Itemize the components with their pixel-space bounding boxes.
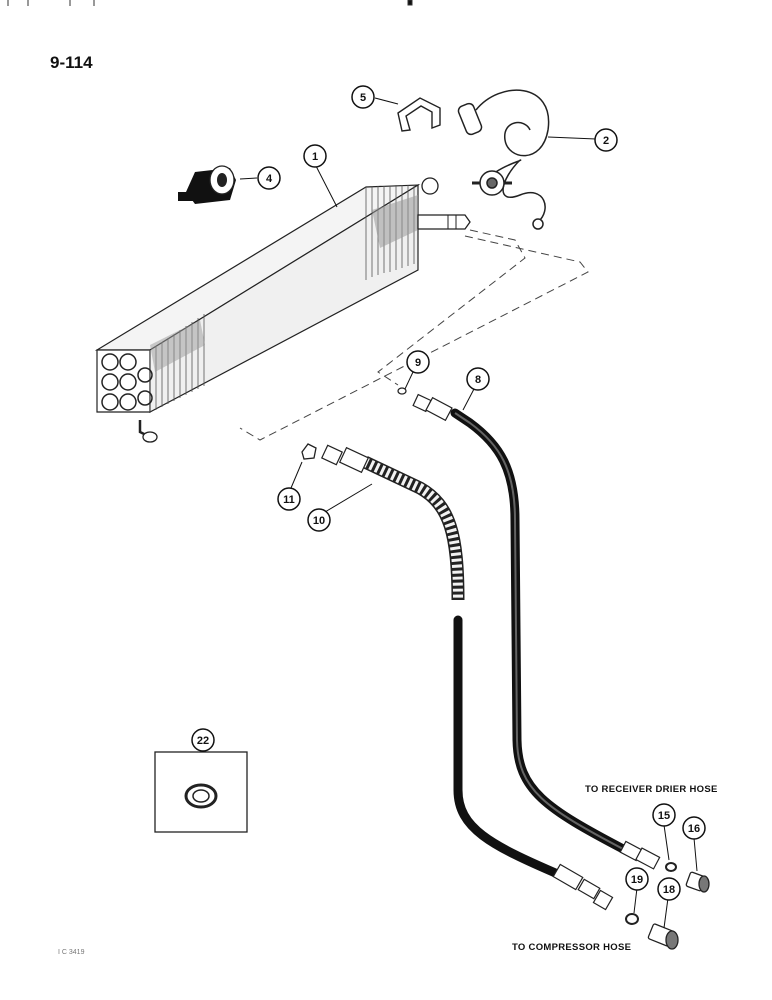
routing-lines	[239, 229, 589, 441]
expansion-valve	[457, 89, 550, 230]
callout-2: 2	[603, 135, 609, 147]
callout-5: 5	[360, 92, 366, 104]
callout-1: 1	[312, 151, 318, 163]
callout-19: 19	[631, 874, 643, 886]
hose-8	[412, 393, 661, 870]
grommet-inset	[154, 751, 248, 833]
callout-leaders	[202, 97, 698, 929]
callout-4: 4	[266, 173, 273, 185]
receiver-drier-note: TO RECEIVER DRIER HOSE	[585, 784, 718, 795]
callout-15: 15	[658, 810, 670, 822]
callout-22: 22	[197, 735, 209, 747]
callout-16: 16	[688, 823, 700, 835]
callout-bubbles	[191, 85, 706, 901]
o-ring-15	[665, 862, 677, 872]
o-ring-19	[625, 913, 639, 925]
hose-10	[320, 444, 614, 911]
page-number: 9-114	[50, 53, 93, 72]
callout-11: 11	[283, 494, 295, 506]
evaporator-core	[94, 177, 471, 443]
fitting-18	[647, 923, 679, 950]
o-ring-9	[397, 387, 407, 395]
o-ring-11	[301, 443, 317, 460]
scan-marks	[7, 0, 413, 6]
callout-18: 18	[663, 884, 675, 896]
thermostat-part	[178, 165, 236, 204]
callout-10: 10	[313, 515, 325, 527]
figure-code: I C 3419	[58, 949, 85, 956]
callout-9: 9	[415, 357, 421, 369]
callout-8: 8	[475, 374, 481, 386]
fitting-16	[685, 871, 710, 893]
compressor-hose-note: TO COMPRESSOR HOSE	[512, 942, 632, 953]
clip-part	[397, 97, 441, 132]
